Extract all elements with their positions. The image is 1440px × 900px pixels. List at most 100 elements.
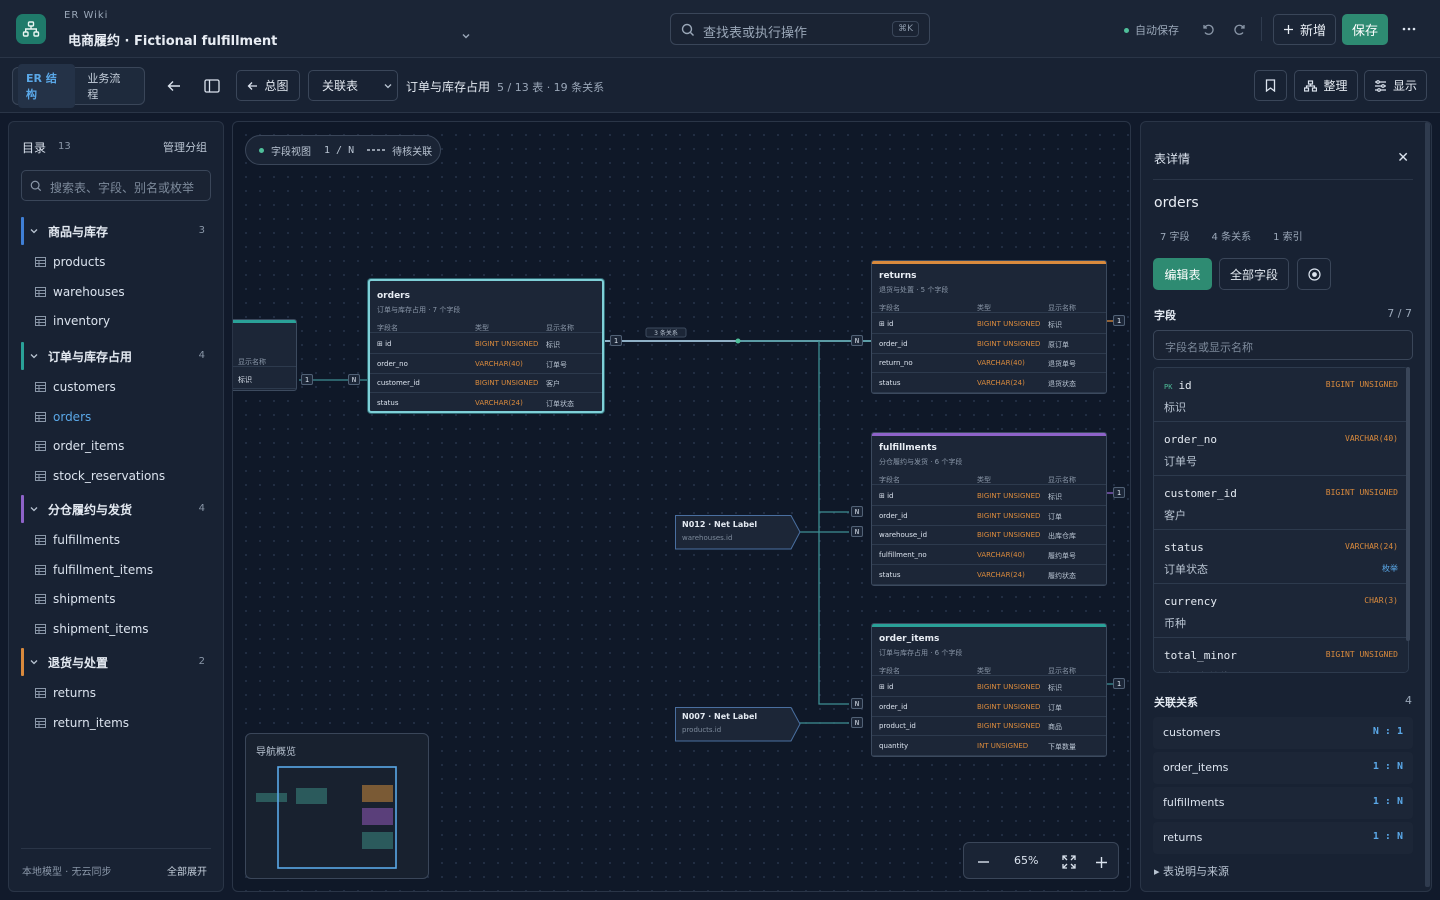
tab-er-structure[interactable]: ER 结构	[18, 64, 76, 108]
new-button[interactable]: 新增	[1273, 14, 1336, 45]
zoom-in-button[interactable]	[1090, 851, 1112, 873]
field-search-input[interactable]: 字段名或显示名称	[1153, 330, 1413, 360]
entity-header-row: 字段名类型显示名称	[872, 664, 1106, 676]
arrange-button[interactable]: 整理	[1294, 70, 1358, 101]
entity-header-row: 字段名类型显示名称	[872, 473, 1106, 485]
project-name[interactable]: 电商履约 · Fictional fulfillment	[68, 34, 278, 49]
tree-table-item[interactable]: customers	[21, 374, 211, 400]
redo-icon[interactable]	[1230, 19, 1250, 39]
overview-button[interactable]: 总图	[236, 70, 300, 101]
tree-table-item[interactable]: stock_reservations	[21, 463, 211, 489]
tree-table-item[interactable]: returns	[21, 680, 211, 706]
panel-scrollbar[interactable]	[1425, 122, 1430, 887]
field-type: BIGINT UNSIGNED	[977, 339, 1041, 348]
minimap[interactable]: 导航概览	[245, 733, 429, 879]
relation-cardinality: 1 : N	[1372, 831, 1403, 842]
chevron-down-icon[interactable]	[29, 504, 39, 514]
tree-table-item[interactable]: orders	[21, 404, 211, 430]
catalog-search-input[interactable]: 搜索表、字段、别名或枚举	[21, 170, 211, 201]
undo-icon[interactable]	[1198, 19, 1218, 39]
tree-table-item[interactable]: fulfillments	[21, 527, 211, 553]
edit-table-button[interactable]: 编辑表	[1153, 258, 1212, 290]
tab-business-flow[interactable]: 业务流程	[87, 72, 121, 101]
chevron-down-icon[interactable]	[460, 30, 472, 42]
locate-button[interactable]	[1297, 258, 1331, 290]
all-fields-button[interactable]: 全部字段	[1219, 258, 1289, 290]
more-icon[interactable]	[1398, 19, 1420, 39]
bookmark-button[interactable]	[1254, 70, 1287, 101]
table-name: order_items	[53, 439, 125, 453]
expand-all-link[interactable]: 全部展开	[167, 867, 207, 878]
view-select[interactable]: 关联表	[308, 70, 398, 101]
manage-groups-link[interactable]: 管理分组	[163, 141, 207, 154]
app-logo-icon[interactable]	[16, 14, 46, 44]
chevron-down-icon[interactable]	[29, 226, 39, 236]
tree-table-item[interactable]: fulfillment_items	[21, 557, 211, 583]
tree-table-item[interactable]: products	[21, 249, 211, 275]
sync-status: 本地模型 · 无云同步	[22, 867, 112, 878]
edge-orders-order-items[interactable]	[818, 341, 849, 705]
tree-table-item[interactable]: return_items	[21, 710, 211, 736]
table-name: customers	[53, 380, 116, 394]
chevron-down-icon[interactable]	[29, 657, 39, 667]
command-search[interactable]: 查找表或执行操作 ⌘K	[670, 13, 930, 45]
back-arrow-icon[interactable]	[163, 75, 185, 97]
zoom-out-button[interactable]	[972, 851, 994, 873]
field-name: ⊞ id	[879, 492, 894, 500]
entity-customers-partial[interactable]: 显示名称 标识	[233, 319, 297, 391]
tree-table-item[interactable]: order_items	[21, 433, 211, 459]
save-button[interactable]: 保存	[1342, 14, 1388, 45]
field-name: product_id	[879, 722, 916, 731]
tree-table-item[interactable]: shipment_items	[21, 616, 211, 642]
table-notes-toggle[interactable]: ▸ 表说明与来源	[1154, 865, 1230, 878]
display-button[interactable]: 显示	[1364, 70, 1427, 101]
chevron-down-icon[interactable]	[29, 351, 39, 361]
fit-view-button[interactable]	[1058, 851, 1080, 873]
primary-key-badge: PK	[1164, 383, 1173, 391]
sidebar-toggle-icon[interactable]	[201, 75, 223, 97]
close-icon[interactable]: ✕	[1397, 150, 1409, 166]
tree-table-item[interactable]: shipments	[21, 586, 211, 612]
tree-table-item[interactable]: warehouses	[21, 279, 211, 305]
tree-table-item[interactable]: inventory	[21, 308, 211, 334]
field-row[interactable]: total_minor金额最小单位BIGINT UNSIGNED	[1154, 638, 1408, 672]
field-list-scrollbar[interactable]	[1406, 367, 1410, 641]
